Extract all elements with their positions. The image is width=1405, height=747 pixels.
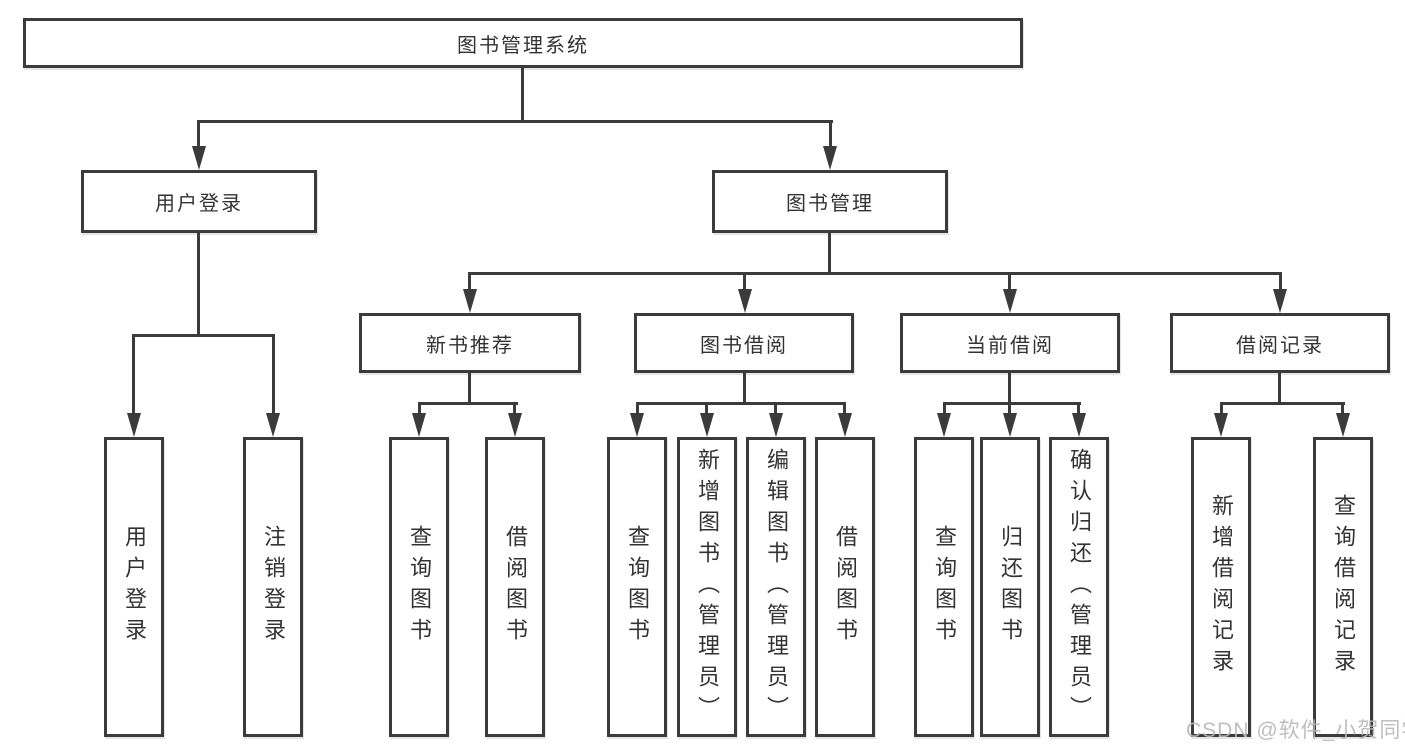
- leaf-query-books-recommend: 查询图书: [389, 437, 449, 737]
- node-library-management-system: 图书管理系统: [23, 18, 1023, 68]
- leaf-return-book: 归还图书: [980, 437, 1040, 737]
- leaf-confirm-return-admin: 确认归还（管理员）: [1049, 437, 1109, 737]
- node-label: 图书管理系统: [457, 34, 589, 57]
- node-label: 当前借阅: [966, 334, 1054, 357]
- connector-line: [132, 334, 135, 416]
- connector-line: [743, 373, 746, 405]
- connector-line: [1279, 272, 1282, 292]
- leaf-add-book-admin: 新增图书（管理员）: [677, 437, 737, 737]
- node-new-book-recommend: 新书推荐: [359, 313, 581, 373]
- leaf-borrow-books-recommend: 借阅图书: [485, 437, 545, 737]
- connector-line: [1278, 373, 1281, 405]
- connector-line: [1341, 402, 1344, 416]
- arrow-down-icon: [192, 146, 206, 170]
- connector-line: [197, 120, 200, 152]
- connector-line: [197, 233, 200, 337]
- node-label: 用户登录: [155, 193, 243, 215]
- node-label: 查询借阅记录: [1331, 494, 1356, 680]
- node-label: 查询图书: [625, 525, 650, 649]
- arrow-down-icon: [1003, 413, 1017, 437]
- node-label: 借阅图书: [833, 525, 858, 649]
- node-user-login-branch: 用户登录: [81, 170, 317, 233]
- node-label: 查询图书: [932, 525, 957, 649]
- arrow-down-icon: [508, 413, 522, 437]
- connector-line: [1220, 402, 1345, 405]
- arrow-down-icon: [937, 413, 951, 437]
- arrow-down-icon: [412, 413, 426, 437]
- connector-line: [418, 402, 421, 416]
- connector-line: [468, 373, 471, 405]
- node-label: 新书推荐: [426, 334, 514, 357]
- node-current-borrowing: 当前借阅: [900, 313, 1120, 373]
- connector-line: [513, 402, 516, 416]
- arrow-down-icon: [266, 413, 280, 437]
- connector-line: [272, 334, 275, 416]
- leaf-logout: 注销登录: [243, 437, 303, 737]
- node-label: 借阅图书: [503, 525, 528, 649]
- arrow-down-icon: [738, 289, 752, 313]
- arrow-down-icon: [1273, 289, 1287, 313]
- connector-line: [1008, 402, 1011, 416]
- arrow-down-icon: [838, 413, 852, 437]
- arrow-down-icon: [769, 413, 783, 437]
- node-book-borrowing: 图书借阅: [634, 313, 854, 373]
- connector-line: [1008, 272, 1011, 292]
- connector-line: [418, 402, 518, 405]
- connector-line: [943, 402, 946, 416]
- arrow-down-icon: [463, 289, 477, 313]
- node-label: 新增借阅记录: [1209, 494, 1234, 680]
- leaf-query-books-borrowing: 查询图书: [607, 437, 667, 737]
- node-label: 图书借阅: [700, 334, 788, 357]
- leaf-add-borrow-record: 新增借阅记录: [1191, 437, 1251, 737]
- connector-line: [843, 402, 846, 416]
- connector-line: [197, 120, 833, 123]
- node-borrowing-records: 借阅记录: [1170, 313, 1390, 373]
- connector-line: [943, 402, 1081, 405]
- connector-line: [521, 68, 524, 122]
- leaf-query-borrow-record: 查询借阅记录: [1313, 437, 1373, 737]
- leaf-edit-book-admin: 编辑图书（管理员）: [746, 437, 806, 737]
- connector-line: [132, 334, 275, 337]
- connector-line: [1077, 402, 1080, 416]
- node-label: 注销登录: [261, 525, 286, 649]
- node-label: 图书管理: [786, 193, 874, 215]
- connector-line: [636, 402, 846, 405]
- node-label: 借阅记录: [1236, 334, 1324, 357]
- connector-line: [705, 402, 708, 416]
- arrow-down-icon: [1214, 413, 1228, 437]
- arrow-down-icon: [127, 413, 141, 437]
- connector-line: [1008, 373, 1011, 405]
- connector-line: [1220, 402, 1223, 416]
- node-label: 编辑图书（管理员）: [764, 447, 789, 727]
- node-book-management: 图书管理: [712, 170, 948, 233]
- node-label: 查询图书: [407, 525, 432, 649]
- connector-line: [774, 402, 777, 416]
- connector-line: [468, 272, 471, 292]
- connector-line: [829, 120, 832, 152]
- arrow-down-icon: [1003, 289, 1017, 313]
- node-label: 归还图书: [998, 525, 1023, 649]
- arrow-down-icon: [630, 413, 644, 437]
- leaf-user-login: 用户登录: [104, 437, 164, 737]
- connector-line: [828, 233, 831, 274]
- leaf-borrow-books-borrowing: 借阅图书: [815, 437, 875, 737]
- connector-line: [636, 402, 639, 416]
- arrow-down-icon: [700, 413, 714, 437]
- node-label: 新增图书（管理员）: [695, 447, 720, 727]
- connector-line: [468, 272, 1282, 275]
- csdn-watermark: CSDN @软件_小贺同学: [1186, 719, 1405, 742]
- leaf-query-books-current: 查询图书: [914, 437, 974, 737]
- arrow-down-icon: [1336, 413, 1350, 437]
- connector-line: [743, 272, 746, 292]
- node-label: 确认归还（管理员）: [1067, 447, 1092, 727]
- node-label: 用户登录: [122, 525, 147, 649]
- arrow-down-icon: [1072, 413, 1086, 437]
- arrow-down-icon: [823, 146, 837, 170]
